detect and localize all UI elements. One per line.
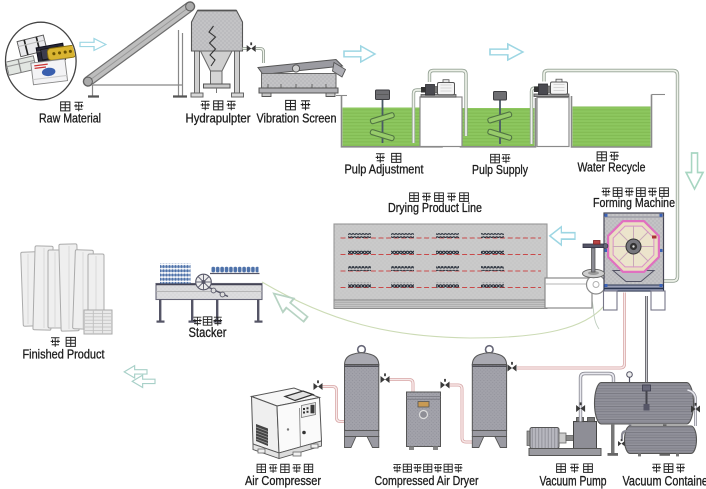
svg-text:Compressed Air Dryer: Compressed Air Dryer xyxy=(375,473,480,488)
svg-text:Vacuum Container: Vacuum Container xyxy=(623,474,706,489)
svg-text:Air Compresser: Air Compresser xyxy=(245,473,322,488)
svg-text:Forming Machine: Forming Machine xyxy=(593,195,675,210)
svg-text:Water Recycle: Water Recycle xyxy=(578,160,646,175)
svg-text:Drying Product Line: Drying Product Line xyxy=(388,200,482,215)
svg-text:Vacuum Pump: Vacuum Pump xyxy=(540,474,607,489)
svg-text:Pulp Adjustment: Pulp Adjustment xyxy=(345,162,424,177)
svg-text:Stacker: Stacker xyxy=(189,325,227,340)
svg-text:Pulp Supply: Pulp Supply xyxy=(472,162,528,177)
svg-text:Finished Product: Finished Product xyxy=(23,347,105,362)
svg-text:Hydrapulpter: Hydrapulpter xyxy=(186,111,252,126)
svg-text:Vibration Screen: Vibration Screen xyxy=(257,111,337,126)
svg-text:Raw Material: Raw Material xyxy=(39,111,101,126)
